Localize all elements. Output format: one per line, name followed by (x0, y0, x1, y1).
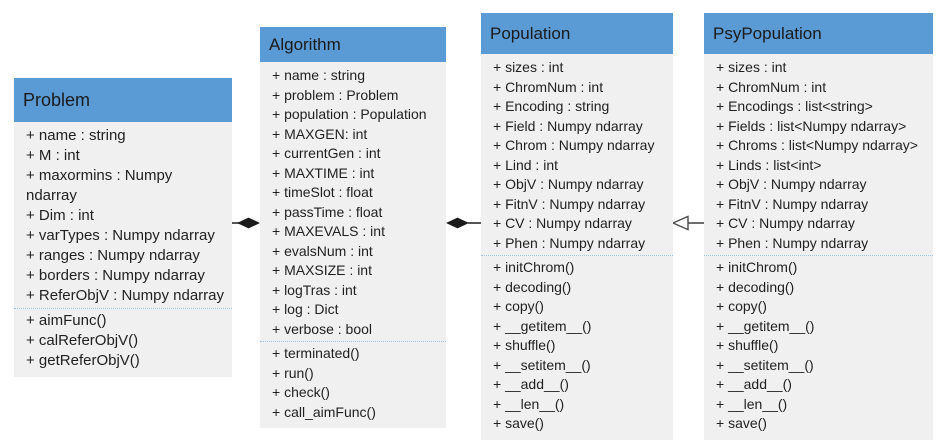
attribute-item: + Phen : Numpy ndarray (493, 234, 646, 251)
attribute-item: + Chroms : list<Numpy ndarray> (716, 137, 918, 153)
attributes-list-algorithm: + name : string + problem : Problem + popu… (260, 66, 446, 339)
attribute-item: + FitnV : Numpy ndarray (716, 195, 869, 212)
method-item: + check() (272, 384, 330, 400)
class-body-problem: + name : string + M : int + maxormins : Nu… (14, 122, 232, 377)
attribute-item: + ChromNum : int (716, 78, 827, 95)
method-item: + copy() (493, 298, 544, 314)
method-item: + __len__() (716, 395, 788, 412)
attribute-item: + ChromNum : int (493, 78, 604, 95)
attribute-item: + ranges : Numpy ndarray (26, 247, 200, 264)
attribute-item: + population : Population (272, 106, 427, 122)
method-item: + __add__() (716, 376, 792, 392)
attribute-item: + Linds : list<int> (716, 156, 822, 173)
attribute-item: + MAXGEN: int (272, 125, 368, 142)
attribute-item: + Field : Numpy ndarray (493, 117, 643, 134)
attribute-item: + varTypes : Numpy ndarray (26, 227, 215, 244)
attribute-item: + ObjV : Numpy ndarray (716, 176, 867, 192)
method-item: + __add__() (493, 376, 569, 392)
inheritance-connector-psypopulation-population (671, 215, 704, 231)
method-item: + __setitem__() (493, 356, 591, 373)
hollow-triangle-icon (671, 215, 689, 231)
method-item: + initChrom() (493, 259, 575, 275)
attribute-item: + Dim : int (26, 207, 94, 224)
method-item: + call_aimFunc() (272, 403, 376, 420)
method-item: + terminated() (272, 345, 360, 361)
attribute-item: + name : string (26, 127, 126, 144)
attribute-item: + CV : Numpy ndarray (716, 215, 855, 231)
attribute-item: + Encoding : string (493, 98, 610, 114)
attribute-item: + Phen : Numpy ndarray (716, 234, 869, 251)
filled-diamond-icon (446, 217, 469, 229)
method-item: + __getitem__() (716, 317, 815, 334)
methods-list-problem: + aimFunc() + calReferObjV() + getReferObj… (14, 311, 232, 371)
method-item: + aimFunc() (26, 312, 107, 329)
attribute-item: + CV : Numpy ndarray (493, 215, 632, 231)
attribute-item: + name : string (272, 67, 365, 83)
attributes-list-problem: + name : string + M : int + maxormins : Nu… (14, 126, 232, 306)
class-body-psypopulation: + sizes : int + ChromNum : int + Encodings… (704, 54, 933, 440)
attribute-item: + currentGen : int (272, 145, 381, 161)
attribute-item: + M : int (26, 147, 80, 164)
attribute-item: + Fields : list<Numpy ndarray> (716, 117, 907, 134)
method-item: + __getitem__() (493, 317, 592, 334)
method-item: + run() (272, 364, 314, 381)
attribute-item: + ObjV : Numpy ndarray (493, 176, 644, 192)
attribute-item: + passTime : float (272, 203, 383, 220)
methods-list-psypopulation: + initChrom() + decoding() + copy() + __get… (704, 258, 933, 434)
methods-list-algorithm: + terminated() + run() + check() + call_aim… (260, 344, 446, 422)
class-title-problem: Problem (14, 78, 232, 122)
attribute-item: + sizes : int (493, 59, 564, 75)
method-item: + getReferObjV() (26, 352, 140, 369)
class-body-population: + sizes : int + ChromNum : int + Encoding … (481, 54, 673, 440)
attribute-item: + log : Dict (272, 301, 339, 317)
attribute-item: + logTras : int (272, 281, 357, 298)
methods-list-population: + initChrom() + decoding() + copy() + __get… (481, 258, 673, 434)
class-title-algorithm: Algorithm (260, 27, 446, 62)
method-item: + calReferObjV() (26, 332, 139, 349)
attribute-item: + problem : Problem (272, 86, 399, 103)
class-body-algorithm: + name : string + problem : Problem + popu… (260, 62, 446, 428)
attribute-item: + evalsNum : int (272, 242, 373, 259)
attributes-list-psypopulation: + sizes : int + ChromNum : int + Encodings… (704, 58, 933, 253)
method-item: + __len__() (493, 395, 565, 412)
class-box-problem: Problem + name : string + M : int + maxorm… (14, 78, 232, 377)
member-divider (481, 255, 673, 256)
composition-connector-algorithm-population (446, 217, 481, 229)
method-item: + copy() (716, 298, 767, 314)
class-title-population: Population (481, 13, 673, 54)
method-item: + __setitem__() (716, 356, 814, 373)
attribute-item: + sizes : int (716, 59, 787, 75)
attribute-item: + MAXTIME : int (272, 164, 375, 181)
method-item: + save() (716, 415, 767, 431)
attribute-item: + MAXSIZE : int (272, 262, 372, 278)
method-item: + save() (493, 415, 544, 431)
attribute-item: + FitnV : Numpy ndarray (493, 195, 646, 212)
attribute-item: + MAXEVALS : int (272, 223, 385, 239)
class-box-psypopulation: PsyPopulation + sizes : int + ChromNum : … (704, 13, 933, 440)
class-title-psypopulation: PsyPopulation (704, 13, 933, 54)
method-item: + decoding() (493, 278, 572, 295)
attribute-item: + Chrom : Numpy ndarray (493, 137, 655, 153)
attribute-item: + verbose : bool (272, 320, 373, 337)
member-divider (260, 341, 446, 342)
class-box-algorithm: Algorithm + name : string + problem : Pro… (260, 27, 446, 428)
attribute-item: + timeSlot : float (272, 184, 373, 200)
attribute-item: + Encodings : list<string> (716, 98, 873, 114)
method-item: + initChrom() (716, 259, 798, 275)
method-item: + shuffle() (716, 337, 779, 353)
member-divider (14, 308, 232, 309)
filled-diamond-icon (237, 217, 260, 229)
class-box-population: Population + sizes : int + ChromNum : int… (481, 13, 673, 440)
attribute-item: + Lind : int (493, 156, 558, 173)
attribute-item: + maxormins : Numpy ndarray (26, 167, 173, 204)
method-item: + decoding() (716, 278, 795, 295)
composition-connector-algorithm-problem (232, 217, 260, 229)
attribute-item: + ReferObjV : Numpy ndarray (26, 287, 224, 304)
member-divider (704, 255, 933, 256)
method-item: + shuffle() (493, 337, 556, 353)
attributes-list-population: + sizes : int + ChromNum : int + Encoding … (481, 58, 673, 253)
attribute-item: + borders : Numpy ndarray (26, 267, 205, 284)
